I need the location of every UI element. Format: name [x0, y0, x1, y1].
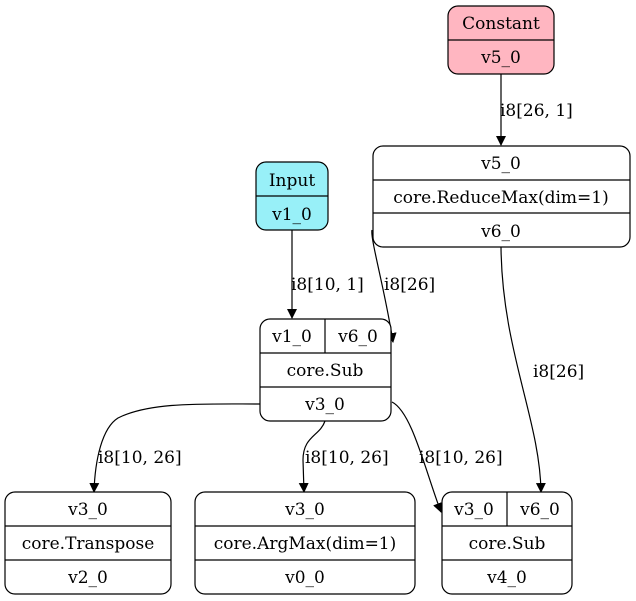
node-sub-1[interactable]: v1_0 v6_0 core.Sub v3_0 [259, 318, 392, 422]
node-op: core.ReduceMax(dim=1) [393, 188, 609, 208]
node-output: v6_0 [480, 222, 521, 242]
edge-label: i8[10, 1] [291, 275, 364, 295]
node-input-port-b: v6_0 [519, 500, 560, 520]
node-sub-2[interactable]: v3_0 v6_0 core.Sub v4_0 [441, 491, 573, 595]
edge-sub1-to-sub2: i8[10, 26] [391, 401, 503, 513]
node-op: core.Transpose [22, 534, 155, 554]
node-output: v2_0 [67, 568, 108, 588]
node-box [194, 491, 416, 595]
edge-label: i8[26] [533, 362, 584, 382]
edge-label: i8[26, 1] [500, 101, 573, 121]
node-output: v0_0 [284, 568, 325, 588]
edge-reducemax-to-sub2: i8[26] [500, 246, 584, 493]
node-box [372, 145, 631, 248]
node-op: core.ArgMax(dim=1) [214, 534, 397, 554]
node-argmax[interactable]: v3_0 core.ArgMax(dim=1) v0_0 [194, 491, 416, 595]
node-input-port: v3_0 [284, 500, 325, 520]
node-reducemax[interactable]: v5_0 core.ReduceMax(dim=1) v6_0 [372, 145, 631, 248]
node-input-port-a: v1_0 [271, 327, 312, 347]
node-output: v3_0 [304, 395, 345, 415]
edge-sub1-to-transpose: i8[10, 26] [89, 403, 261, 493]
edge-label: i8[10, 26] [98, 448, 182, 468]
node-input-port: v3_0 [67, 500, 108, 520]
node-box [4, 491, 172, 595]
node-op: core.Sub [287, 361, 364, 381]
node-input-port-b: v6_0 [337, 327, 378, 347]
edge-label: i8[26] [384, 275, 435, 295]
edge-constant-to-reducemax: i8[26, 1] [496, 74, 573, 146]
node-output: v4_0 [486, 568, 527, 588]
edge-sub1-to-argmax: i8[10, 26] [298, 420, 389, 493]
edge-label: i8[10, 26] [419, 448, 503, 468]
node-transpose[interactable]: v3_0 core.Transpose v2_0 [4, 491, 172, 595]
node-title: Input [269, 171, 315, 191]
node-op: core.Sub [469, 534, 546, 554]
node-title: Constant [462, 14, 540, 34]
node-input-port-a: v3_0 [453, 500, 494, 520]
edge-input-to-sub1: i8[10, 1] [287, 230, 364, 319]
node-output: v1_0 [271, 205, 312, 225]
edge-label: i8[10, 26] [305, 448, 389, 468]
node-constant[interactable]: Constant v5_0 [447, 5, 555, 75]
node-output: v5_0 [480, 48, 521, 68]
node-input-port: v5_0 [480, 154, 521, 174]
node-input[interactable]: Input v1_0 [255, 161, 329, 231]
